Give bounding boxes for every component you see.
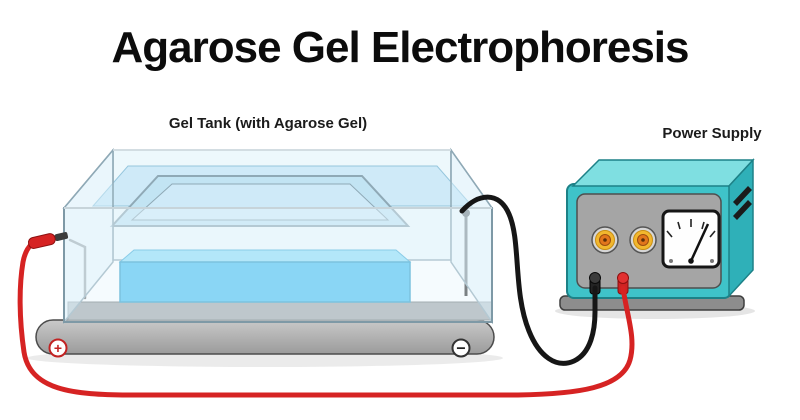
meter-face bbox=[661, 209, 721, 269]
knob-dot bbox=[603, 238, 607, 242]
meter-needle bbox=[689, 223, 710, 262]
gel-tank: + − bbox=[35, 147, 495, 358]
current-knob[interactable] bbox=[629, 226, 657, 254]
analog-meter bbox=[661, 209, 721, 269]
meter-pivot bbox=[688, 258, 694, 264]
vent-slot-icon bbox=[733, 186, 752, 206]
diagram-title: Agarose Gel Electrophoresis bbox=[112, 23, 689, 72]
plug-tip bbox=[54, 232, 69, 242]
red-banana-plug bbox=[27, 232, 69, 249]
knob-dot bbox=[641, 238, 645, 242]
plus-sign: + bbox=[54, 340, 62, 356]
vent-slot-icon bbox=[733, 200, 752, 220]
power-supply-label: Power Supply bbox=[662, 125, 762, 142]
red-wire bbox=[17, 235, 635, 398]
meter-ticks bbox=[666, 219, 716, 238]
power-supply-unit bbox=[559, 158, 755, 311]
voltage-knob[interactable] bbox=[591, 226, 619, 254]
tank-front-wall bbox=[63, 207, 493, 323]
gel-tank-label: Gel Tank (with Agarose Gel) bbox=[169, 115, 367, 132]
meter-screw-icon bbox=[669, 259, 673, 263]
tank-base-tray bbox=[35, 319, 495, 355]
positive-terminal-badge: + bbox=[48, 338, 68, 358]
negative-terminal-badge: − bbox=[451, 338, 471, 358]
meter-screw-icon bbox=[710, 259, 714, 263]
agarose-gel-slab bbox=[119, 261, 411, 303]
minus-sign: − bbox=[456, 341, 465, 358]
plug-body bbox=[27, 233, 56, 249]
positive-badge-circle bbox=[48, 338, 68, 358]
black-wire bbox=[459, 194, 598, 366]
power-supply-top bbox=[571, 159, 755, 187]
negative-badge-circle bbox=[451, 338, 471, 358]
